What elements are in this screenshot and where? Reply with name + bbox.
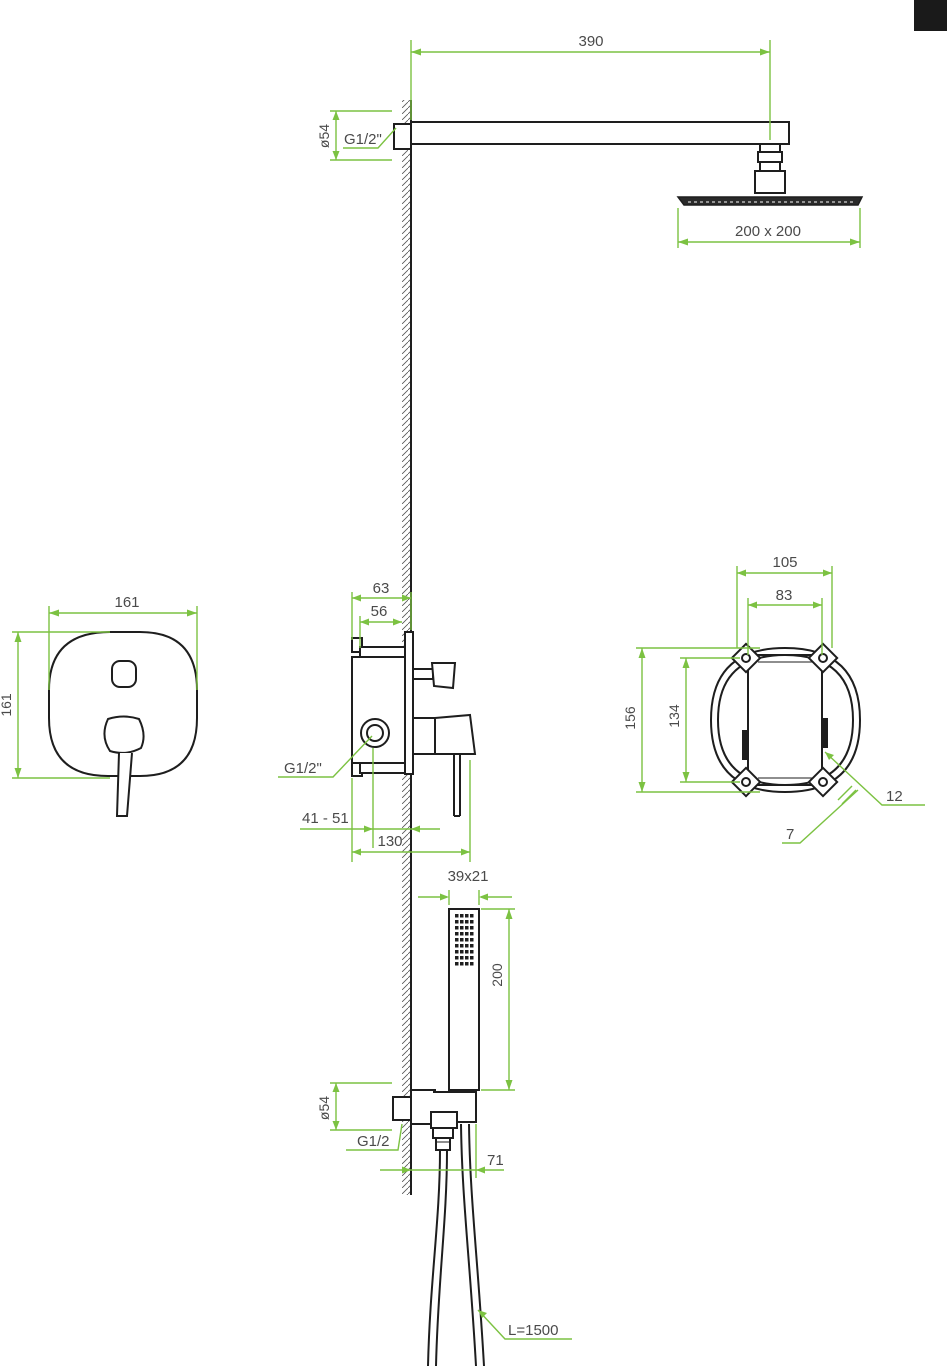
nozzle	[465, 944, 469, 948]
nozzle	[465, 920, 469, 924]
dim-box-height-inner: 134	[666, 657, 740, 783]
dim-install-depth: 41 - 51	[300, 748, 440, 848]
mounting-lug-tl	[730, 642, 762, 674]
dim-handset-length-label: 200	[489, 963, 505, 987]
dim-box-thread: G1/2"	[278, 735, 373, 778]
dim-arm-flange-label: ø54	[316, 124, 332, 148]
dim-hole-offset-label: 12	[886, 788, 903, 805]
nozzle	[470, 956, 474, 960]
nozzle	[470, 950, 474, 954]
nozzle	[460, 938, 464, 942]
nozzle	[455, 950, 459, 954]
nozzle	[470, 938, 474, 942]
dim-head-size-label: 200 x 200	[735, 223, 801, 240]
dim-box-depth-outer: 63	[351, 580, 412, 640]
nozzle	[465, 950, 469, 954]
dim-box-thread-label: G1/2"	[284, 760, 322, 777]
mixer-faceplate	[48, 631, 198, 817]
nozzle	[465, 932, 469, 936]
nozzle	[455, 956, 459, 960]
dim-outlet-thread: G1/2	[346, 1123, 403, 1151]
hand-shower-nozzles	[455, 914, 474, 966]
dim-arm-flange: ø54	[316, 110, 392, 161]
nozzle	[455, 962, 459, 966]
nozzle	[465, 926, 469, 930]
dim-handset-section: 39x21	[418, 868, 512, 905]
shower-hose	[427, 1123, 485, 1366]
nozzle	[470, 926, 474, 930]
nozzle	[460, 920, 464, 924]
nozzle	[470, 920, 474, 924]
nozzle	[470, 914, 474, 918]
dim-outlet-flange-label: ø54	[316, 1096, 332, 1120]
nozzle	[460, 914, 464, 918]
mixer-body-side	[351, 631, 477, 817]
dim-hole-dia: 7	[782, 785, 859, 844]
dim-handset-length: 200	[481, 908, 515, 1091]
dim-hole-dia-label: 7	[786, 826, 794, 843]
dim-plate-height: 161	[0, 631, 110, 779]
dim-plate-width-label: 161	[114, 594, 139, 611]
dim-box-depth-inner-label: 56	[371, 603, 388, 620]
dim-total-depth-label: 130	[377, 833, 402, 850]
dim-handset-section-label: 39x21	[448, 868, 489, 885]
dim-total-depth: 130	[351, 760, 471, 862]
nozzle	[470, 932, 474, 936]
dim-hole-offset: 12	[824, 751, 925, 806]
dim-hose-length-label: L=1500	[508, 1322, 558, 1339]
dim-arm-length-label: 390	[578, 33, 603, 50]
nozzle	[465, 914, 469, 918]
dim-arm-thread-label: G1/2"	[344, 131, 382, 148]
nozzle	[460, 932, 464, 936]
dim-box-depth-inner: 56	[359, 603, 402, 648]
dim-arm-length: 390	[410, 33, 771, 140]
mounting-box-front	[709, 646, 862, 794]
dim-box-height-outer-label: 156	[622, 706, 638, 730]
nozzle	[460, 956, 464, 960]
dim-box-depth-outer-label: 63	[373, 580, 390, 597]
wall-outlet-holder	[392, 1089, 477, 1151]
nozzle	[455, 932, 459, 936]
nozzle	[470, 944, 474, 948]
dim-outlet-thread-label: G1/2	[357, 1133, 390, 1150]
nozzle	[465, 938, 469, 942]
dim-arm-thread: G1/2"	[343, 127, 397, 149]
shower-head	[676, 196, 864, 206]
mounting-lug-bl	[730, 766, 762, 798]
nozzle	[465, 956, 469, 960]
dim-plate-width: 161	[48, 594, 198, 690]
dim-box-width-outer-label: 105	[772, 554, 797, 571]
dim-outlet-flange: ø54	[316, 1082, 392, 1131]
dim-install-depth-label: 41 - 51	[302, 810, 349, 827]
dim-head-size: 200 x 200	[677, 208, 861, 248]
dim-box-height-outer: 156	[622, 647, 760, 793]
dim-box-width-inner-label: 83	[776, 587, 793, 604]
mounting-lug-br	[807, 766, 839, 798]
nozzle	[460, 962, 464, 966]
dim-box-width-outer: 105	[736, 554, 833, 648]
nozzle	[465, 962, 469, 966]
page-corner-tab	[914, 0, 947, 31]
mounting-lug-tr	[807, 642, 839, 674]
nozzle	[455, 938, 459, 942]
dim-box-width-inner: 83	[747, 587, 823, 655]
nozzle	[455, 926, 459, 930]
nozzle	[460, 950, 464, 954]
shower-arm	[393, 121, 790, 194]
dim-hose-length: L=1500	[477, 1309, 572, 1340]
nozzle	[460, 944, 464, 948]
dim-box-height-inner-label: 134	[666, 704, 682, 728]
dim-outlet-depth-label: 71	[487, 1152, 504, 1169]
hand-shower	[448, 908, 480, 1091]
dim-plate-height-label: 161	[0, 693, 14, 717]
nozzle	[455, 944, 459, 948]
nozzle	[455, 920, 459, 924]
dim-outlet-depth: 71	[380, 1124, 504, 1178]
nozzle	[455, 914, 459, 918]
nozzle	[470, 962, 474, 966]
nozzle	[460, 926, 464, 930]
